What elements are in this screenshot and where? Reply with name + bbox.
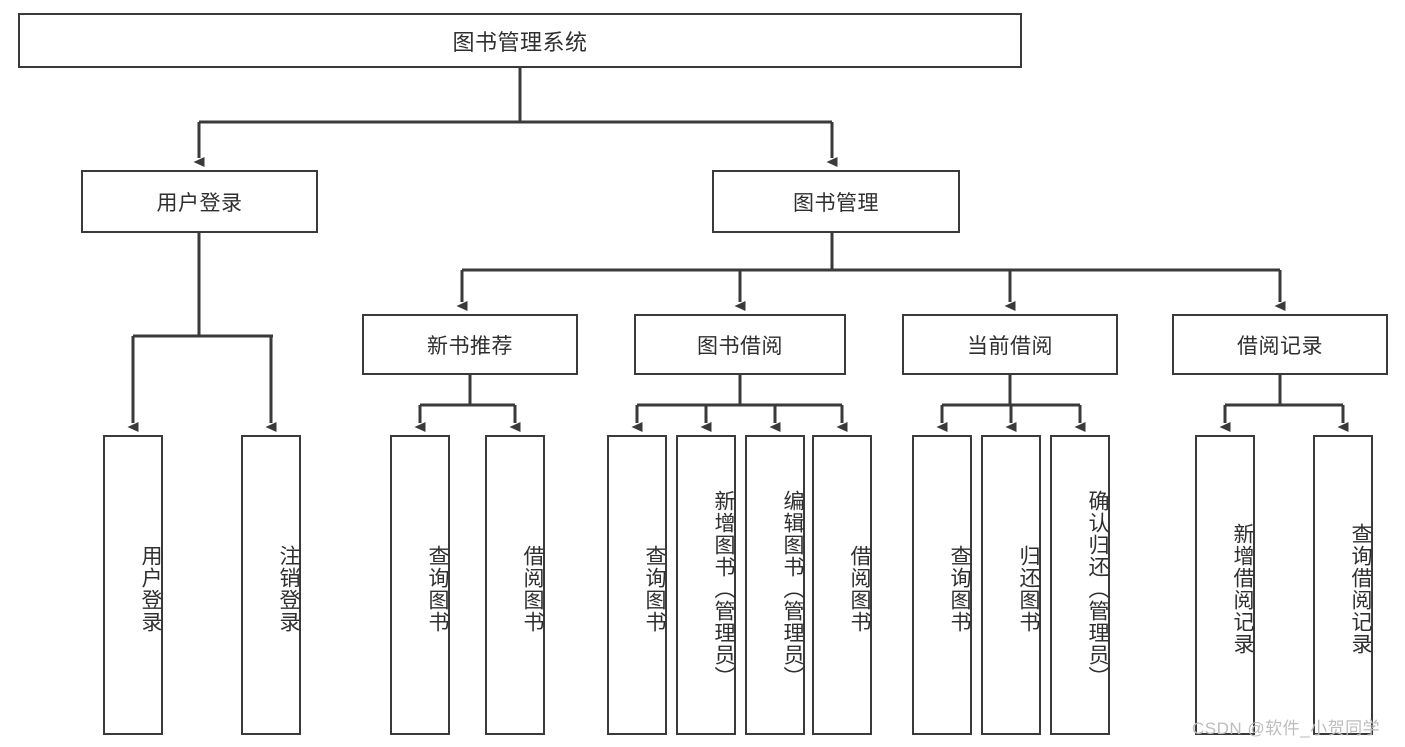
leaf-query-book-current[interactable]: 查询图书 — [912, 435, 972, 735]
leaf-user-logout[interactable]: 注销登录 — [241, 435, 301, 735]
node-level2-book-management[interactable]: 图书管理 — [712, 170, 960, 233]
node-level3-book-borrow[interactable]: 图书借阅 — [634, 314, 846, 375]
leaf-query-book-new[interactable]: 查询图书 — [390, 435, 450, 735]
leaf-user-login[interactable]: 用户登录 — [103, 435, 163, 735]
leaf-return-book[interactable]: 归还图书 — [981, 435, 1041, 735]
leaf-add-book-admin[interactable]: 新增图书（管理员） — [676, 435, 736, 735]
leaf-confirm-return-admin[interactable]: 确认归还（管理员） — [1050, 435, 1110, 735]
leaf-add-borrow-record[interactable]: 新增借阅记录 — [1195, 435, 1255, 735]
leaf-borrow-book[interactable]: 借阅图书 — [812, 435, 872, 735]
node-level3-new-book-recommend[interactable]: 新书推荐 — [362, 314, 578, 375]
csdn-watermark: CSDN @软件_小贺同学 — [1192, 719, 1381, 738]
leaf-edit-book-admin[interactable]: 编辑图书（管理员） — [745, 435, 805, 735]
node-level3-current-borrow[interactable]: 当前借阅 — [902, 314, 1118, 375]
node-level2-user-login[interactable]: 用户登录 — [81, 170, 318, 233]
node-level3-borrow-record[interactable]: 借阅记录 — [1172, 314, 1388, 375]
leaf-borrow-book-new[interactable]: 借阅图书 — [485, 435, 545, 735]
node-root[interactable]: 图书管理系统 — [18, 13, 1022, 68]
leaf-query-book-borrow[interactable]: 查询图书 — [607, 435, 667, 735]
leaf-query-borrow-record[interactable]: 查询借阅记录 — [1313, 435, 1373, 735]
